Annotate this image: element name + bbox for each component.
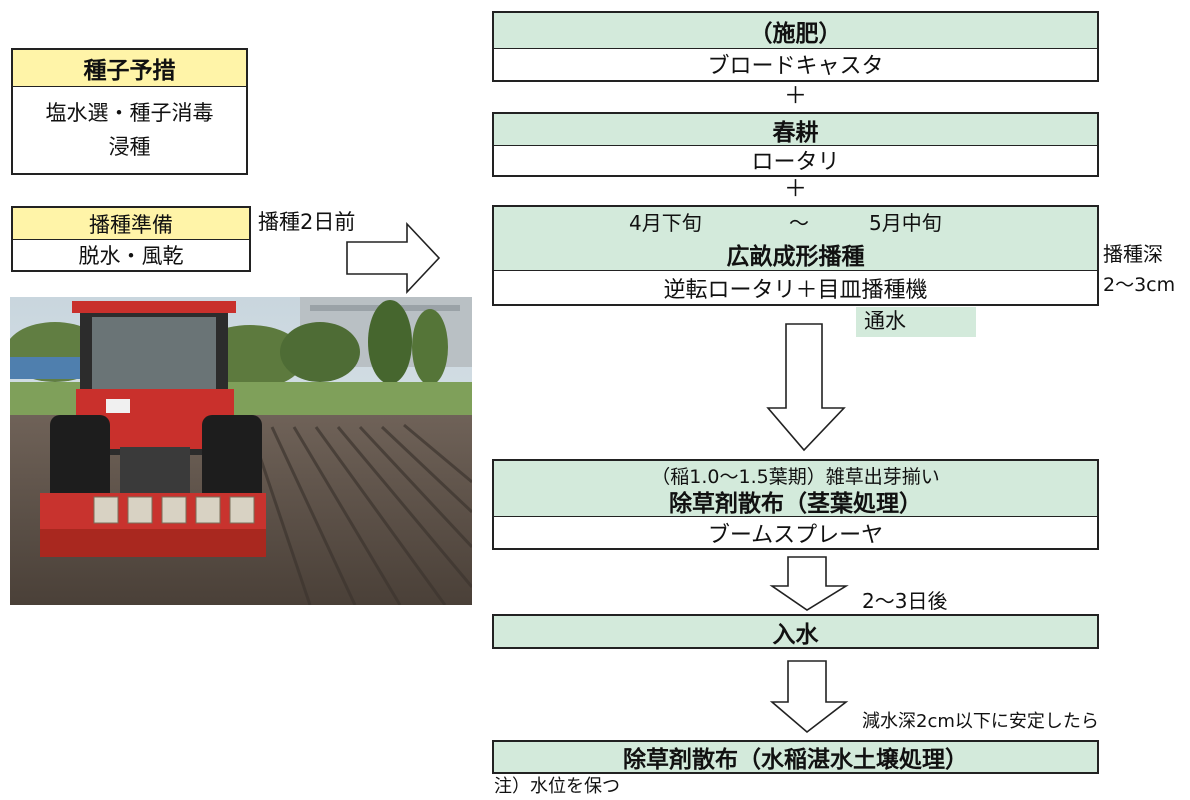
- footnote: 注）水位を保つ: [494, 776, 620, 797]
- water-pass-label: 通水: [856, 307, 976, 337]
- down-arrow-icon: [769, 556, 849, 611]
- fertilizer-machine: ブロードキャスタ: [707, 54, 884, 79]
- sowing-period-start: 4月下旬: [629, 211, 702, 235]
- sowing-title: 広畝成形播種: [726, 244, 865, 270]
- sowing-depth-value: 2～3cm: [1103, 274, 1176, 296]
- spring-tillage-title: 春耕: [494, 114, 1097, 146]
- sowing-prep-title: 播種準備: [13, 208, 249, 240]
- right-arrow-icon: [346, 221, 441, 295]
- fertilizer-title: （施肥）: [494, 13, 1097, 49]
- herbicide1-title: 除草剤散布（茎葉処理）: [669, 491, 922, 517]
- spring-tillage-machine: ロータリ: [751, 150, 840, 175]
- sowing-prep-line1: 脱水・風乾: [78, 244, 184, 268]
- sowing-prep-note: 播種2日前: [258, 210, 356, 234]
- herbicide1-box: （稲1.0～1.5葉期）雑草出芽揃い 除草剤散布（茎葉処理） ブームスプレーヤ: [492, 459, 1099, 550]
- down-arrow-icon: [769, 660, 849, 734]
- herbicide1-machine: ブームスプレーヤ: [707, 523, 884, 548]
- sowing-period-end: 5月中旬: [869, 211, 942, 235]
- seed-prep-title: 種子予措: [13, 50, 246, 87]
- sowing-period-tilde: ～: [789, 211, 809, 235]
- after-days-note: 2～3日後: [862, 589, 948, 613]
- plus-sign-1: ＋: [784, 83, 807, 109]
- plus-sign-2: ＋: [784, 176, 807, 202]
- herbicide2-box: 除草剤散布（水稲湛水土壌処理）: [492, 740, 1099, 774]
- herbicide2-title: 除草剤散布（水稲湛水土壌処理）: [623, 747, 968, 773]
- spring-tillage-box: 春耕 ロータリ: [492, 112, 1099, 177]
- herbicide1-timing: （稲1.0～1.5葉期）雑草出芽揃い: [651, 465, 940, 488]
- sowing-machine: 逆転ロータリ＋目皿播種機: [663, 278, 928, 303]
- tractor-photo: [10, 297, 472, 605]
- seed-prep-line1: 塩水選・種子消毒: [45, 101, 214, 125]
- sowing-box: 4月下旬 ～ 5月中旬 広畝成形播種 逆転ロータリ＋目皿播種機: [492, 205, 1099, 306]
- flooding-box: 入水: [492, 614, 1099, 649]
- fertilizer-box: （施肥） ブロードキャスタ: [492, 11, 1099, 82]
- seed-prep-line2: 浸種: [108, 135, 151, 159]
- sowing-green-band: [494, 207, 1097, 271]
- sowing-prep-box: 播種準備 脱水・風乾: [11, 206, 251, 272]
- stabilize-note: 減水深2cm以下に安定したら: [862, 711, 1099, 732]
- sowing-depth-label: 播種深: [1103, 242, 1163, 266]
- flooding-title: 入水: [772, 621, 819, 648]
- down-arrow-icon: [766, 323, 846, 452]
- seed-prep-box: 種子予措 塩水選・種子消毒 浸種: [11, 48, 248, 175]
- herbicide1-green-band: [494, 461, 1097, 517]
